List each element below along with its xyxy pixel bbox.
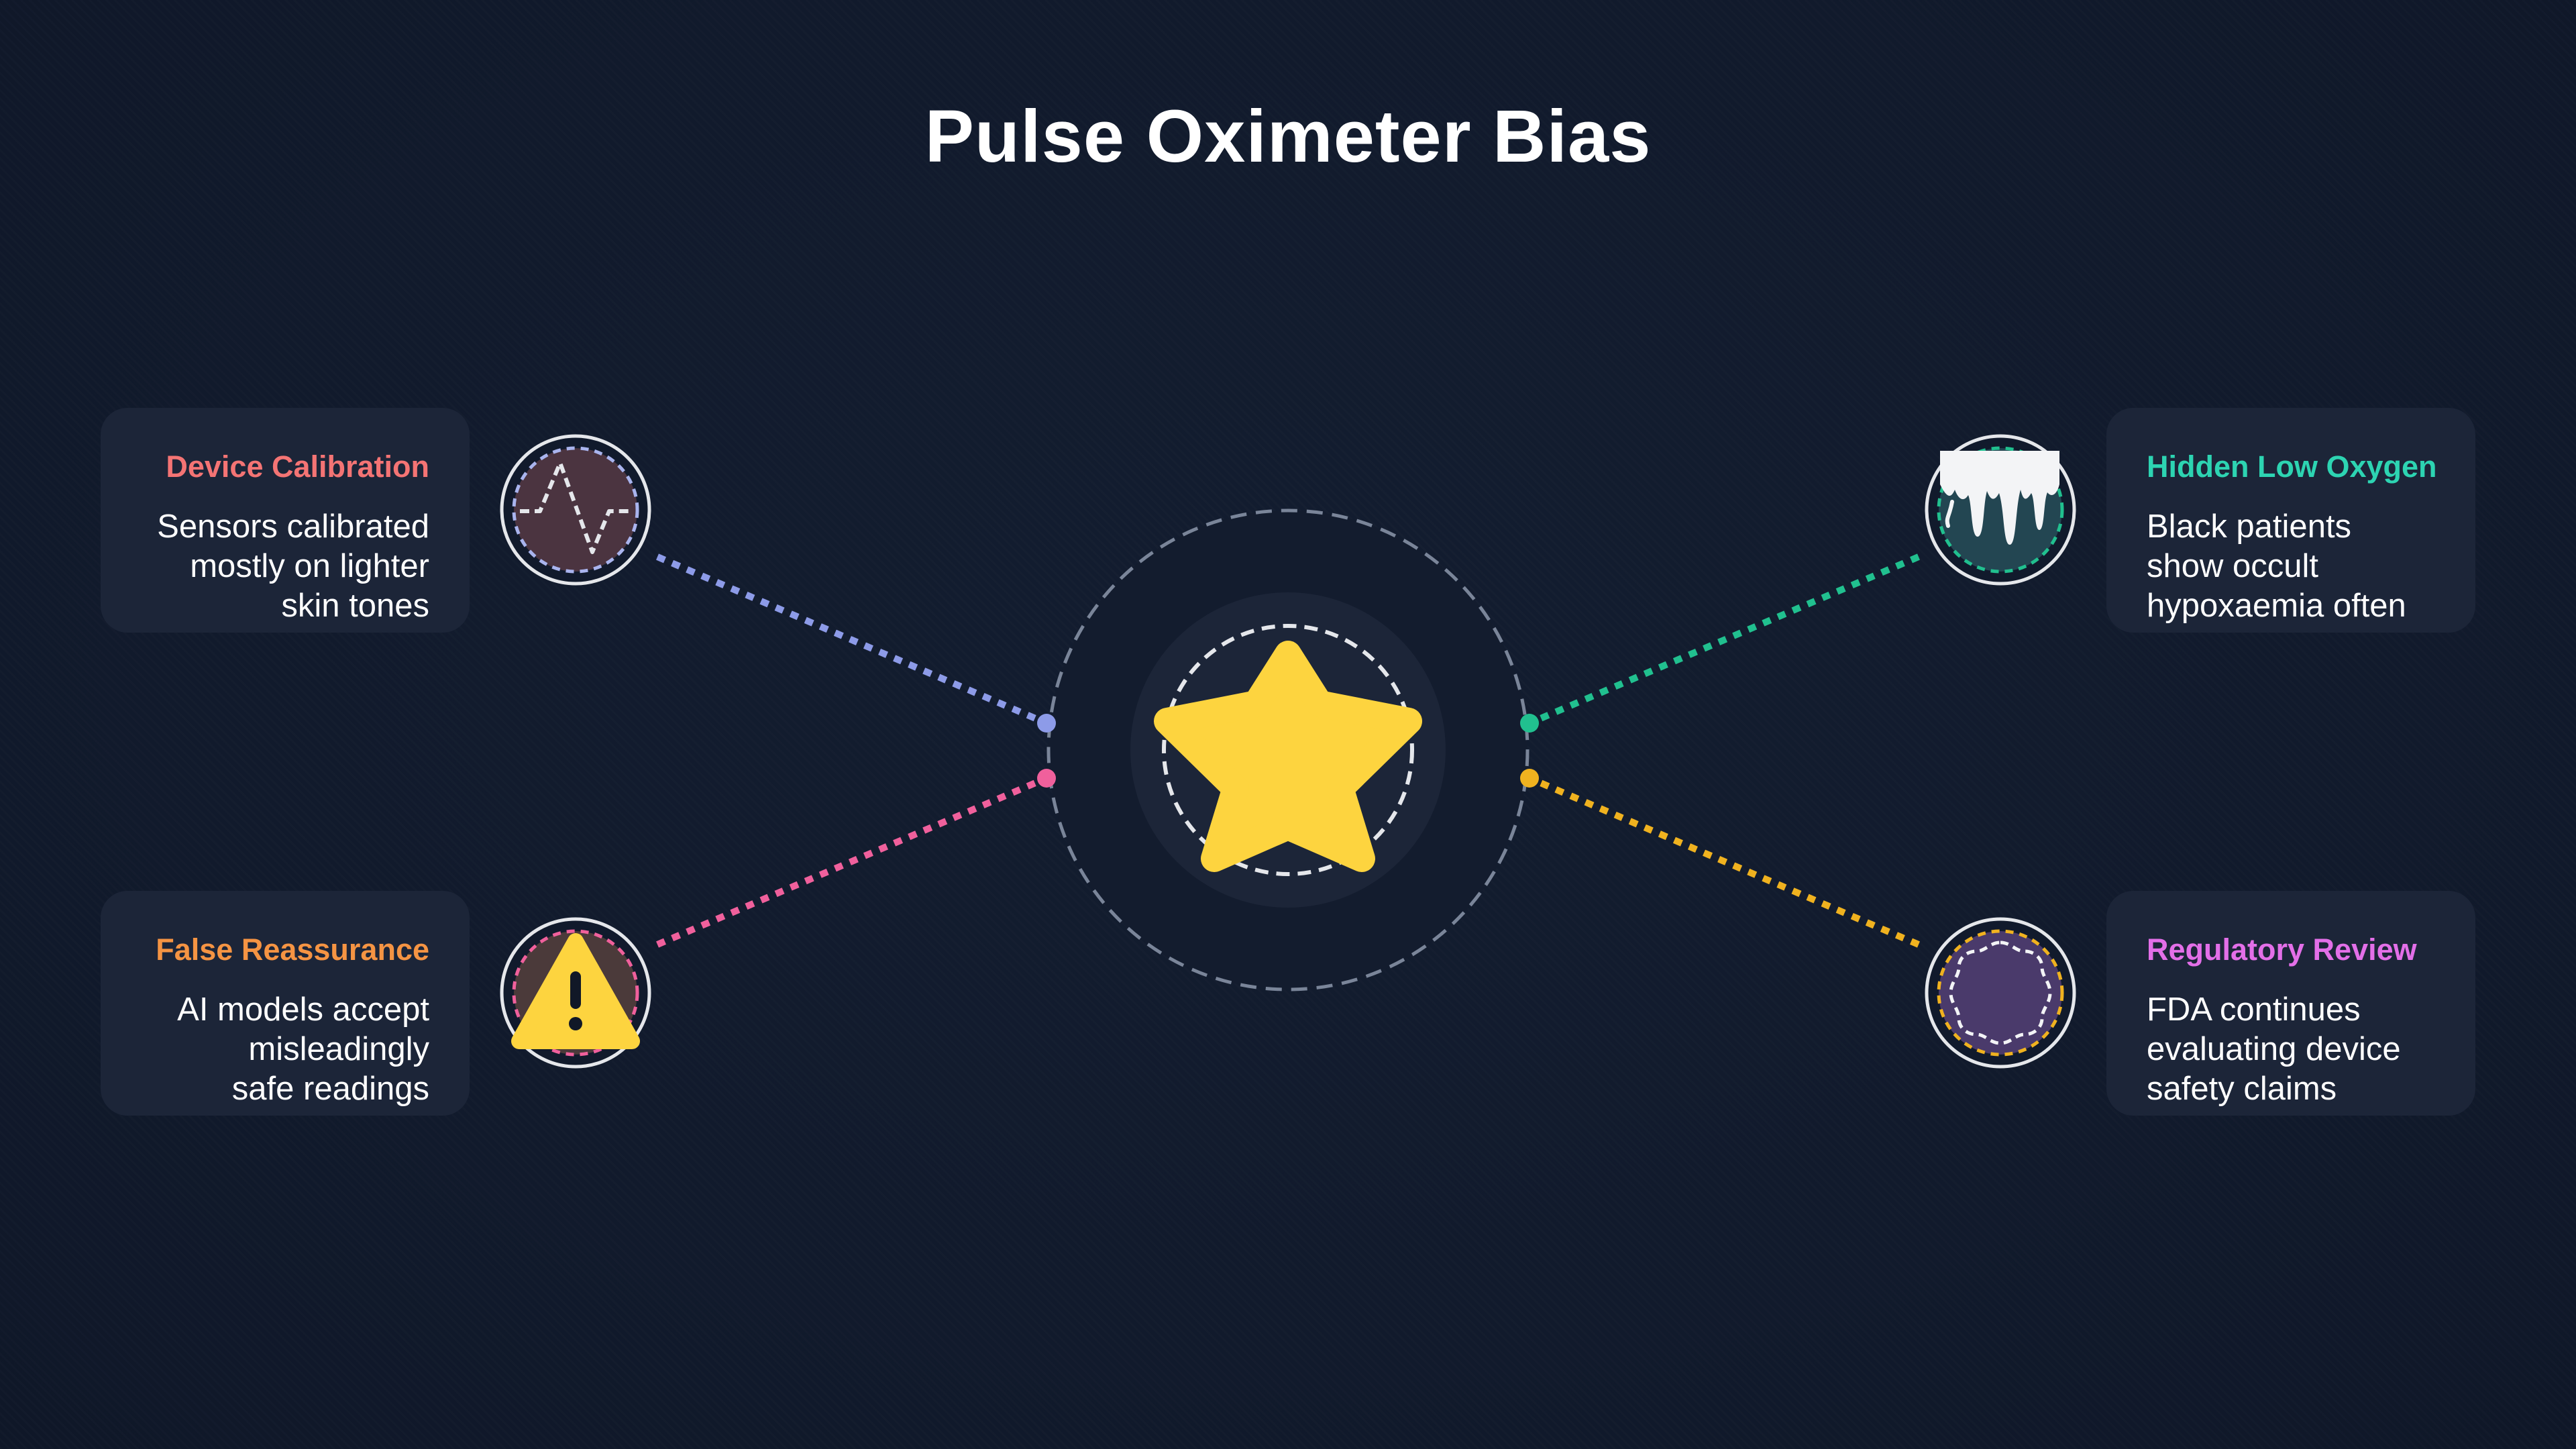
card-title: Device Calibration: [166, 449, 429, 484]
node-device-calibration: [500, 434, 651, 586]
card-line: skin tones: [281, 588, 429, 624]
warning-icon: [511, 933, 640, 1049]
card-description: Sensors calibrated mostly on lighter ski…: [127, 507, 429, 626]
card-line: hypoxaemia often: [2147, 588, 2406, 624]
card-title: Regulatory Review: [2147, 932, 2417, 967]
waveform-icon: [520, 461, 632, 554]
connector-dot-device-calibration: [1037, 714, 1056, 733]
connector-device-calibration: [656, 553, 1048, 727]
card-hidden-low-oxygen: Hidden Low Oxygen Black patients show oc…: [2106, 408, 2475, 633]
drip-icon: [1940, 451, 2059, 545]
hub-inner-ring: [1162, 624, 1414, 876]
card-line: show occult: [2147, 548, 2319, 584]
card-line: Sensors calibrated: [157, 508, 429, 545]
card-regulatory-review: Regulatory Review FDA continues evaluati…: [2106, 891, 2475, 1116]
connector-dot-regulatory-review: [1520, 769, 1539, 788]
connector-dot-false-reassurance: [1037, 769, 1056, 788]
card-description: Black patients show occult hypoxaemia of…: [2147, 507, 2455, 626]
card-line: safety claims: [2147, 1071, 2337, 1107]
card-line: Black patients: [2147, 508, 2352, 545]
card-line: misleadingly: [248, 1031, 429, 1067]
connector-regulatory-review: [1528, 775, 1920, 948]
card-description: AI models accept misleadingly safe readi…: [127, 990, 429, 1109]
star-icon: [1154, 641, 1422, 872]
connector-hidden-low-oxygen: [1528, 553, 1920, 727]
node-false-reassurance: [500, 917, 651, 1069]
card-line: FDA continues: [2147, 991, 2361, 1028]
card-line: evaluating device: [2147, 1031, 2401, 1067]
card-title: False Reassurance: [156, 932, 429, 967]
card-line: safe readings: [231, 1071, 429, 1107]
card-description: FDA continues evaluating device safety c…: [2147, 990, 2455, 1109]
card-line: AI models accept: [177, 991, 429, 1028]
page-title: Pulse Oximeter Bias: [924, 95, 1652, 178]
card-false-reassurance: False Reassurance AI models accept misle…: [101, 891, 470, 1116]
node-regulatory-review: [1925, 917, 2076, 1069]
connector-false-reassurance: [656, 775, 1048, 948]
connector-dot-hidden-low-oxygen: [1520, 714, 1539, 733]
seal-icon: [1949, 941, 2052, 1045]
node-hidden-low-oxygen: [1925, 434, 2076, 586]
card-device-calibration: Device Calibration Sensors calibrated mo…: [101, 408, 470, 633]
card-line: mostly on lighter: [190, 548, 429, 584]
card-title: Hidden Low Oxygen: [2147, 449, 2437, 484]
